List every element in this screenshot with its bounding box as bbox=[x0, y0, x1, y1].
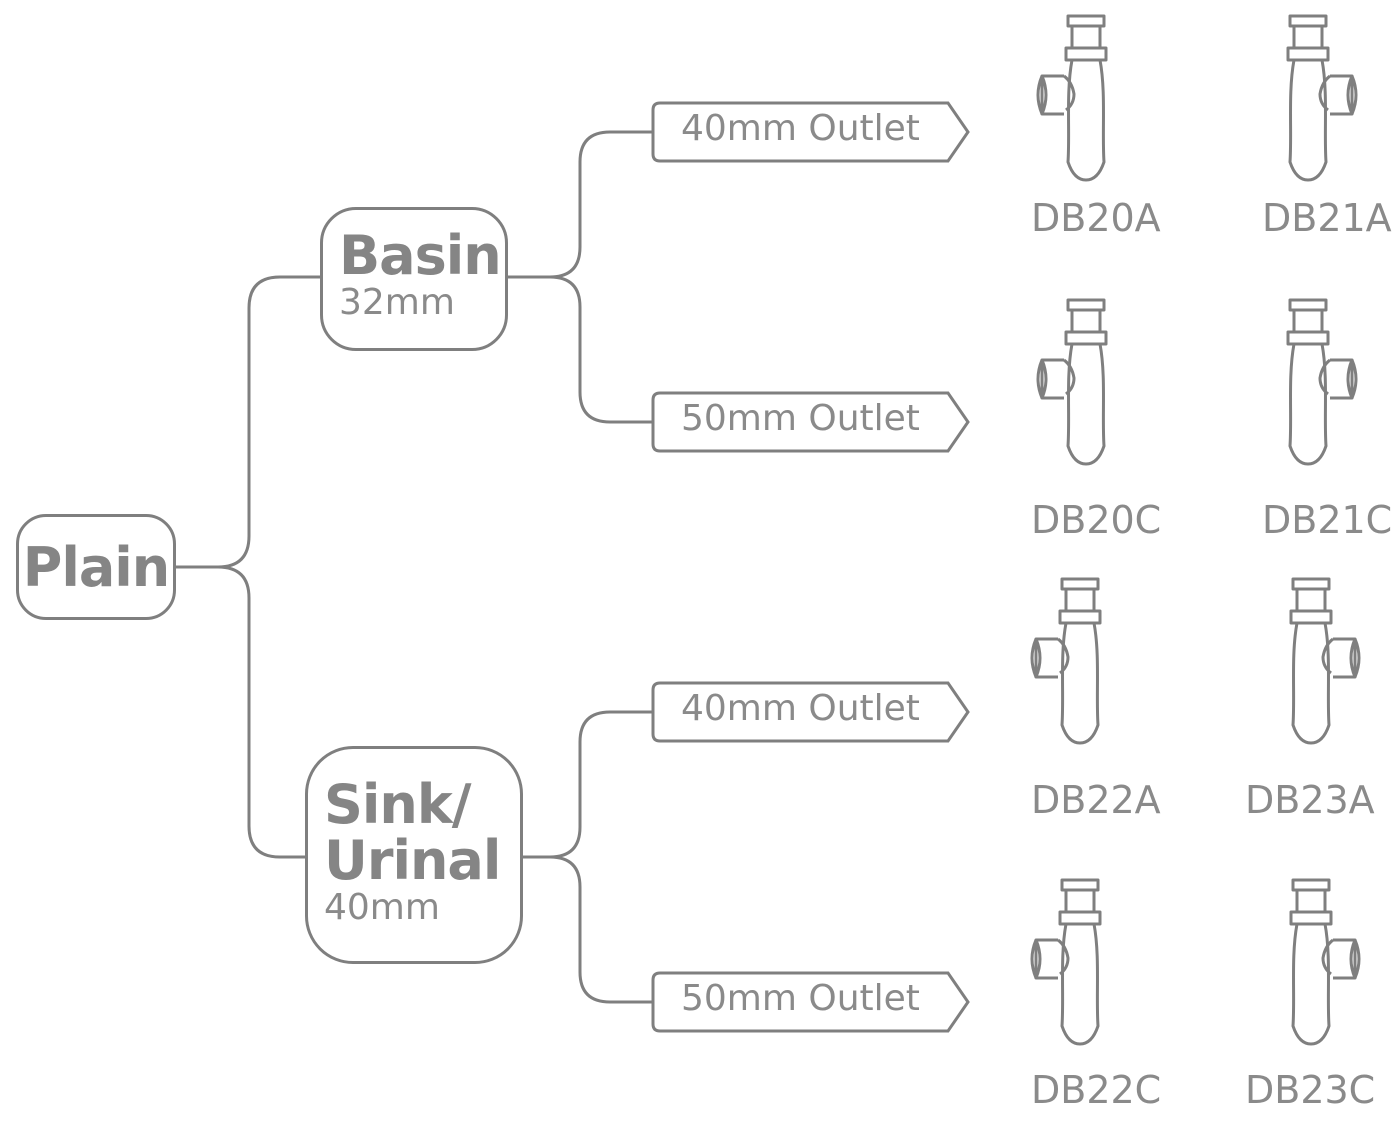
category-basin-size: 32mm bbox=[339, 282, 455, 323]
category-basin-title: Basin bbox=[339, 224, 502, 287]
bottle-trap-icon bbox=[1030, 878, 1102, 1046]
connector-basin-40 bbox=[508, 130, 653, 279]
root-label: Plain bbox=[22, 535, 170, 599]
outlet-label-1: 50mm Outlet bbox=[681, 398, 920, 439]
outlet-label-2: 40mm Outlet bbox=[681, 688, 920, 729]
product-code: DB20A bbox=[1031, 196, 1161, 240]
product-code: DB23A bbox=[1245, 778, 1375, 822]
bottle-trap-icon bbox=[1036, 298, 1108, 466]
category-sink-title-line1: Sink/ bbox=[324, 773, 471, 836]
connector-sink-50 bbox=[523, 855, 653, 1004]
outlet-tag-1 bbox=[651, 391, 970, 453]
connector-root-basin bbox=[176, 275, 322, 569]
product-code: DB22C bbox=[1031, 1068, 1162, 1112]
outlet-label-0: 40mm Outlet bbox=[681, 108, 920, 149]
connector-basin-50 bbox=[508, 275, 653, 424]
category-basin: Basin 32mm bbox=[320, 207, 508, 351]
bottle-trap-icon bbox=[1286, 298, 1358, 466]
category-sink-size: 40mm bbox=[324, 887, 440, 928]
product-code: DB21C bbox=[1262, 498, 1393, 542]
product-code: DB21A bbox=[1262, 196, 1392, 240]
bottle-trap-icon bbox=[1286, 14, 1358, 182]
bottle-trap-icon bbox=[1289, 878, 1361, 1046]
connector-root-sink bbox=[176, 565, 307, 859]
product-code: DB23C bbox=[1245, 1068, 1376, 1112]
outlet-tag-0 bbox=[651, 101, 970, 163]
bottle-trap-icon bbox=[1030, 577, 1102, 745]
outlet-tag-2 bbox=[651, 681, 970, 743]
bottle-trap-icon bbox=[1289, 577, 1361, 745]
root-node: Plain bbox=[16, 514, 176, 620]
bottle-trap-icon bbox=[1036, 14, 1108, 182]
connector-sink-40 bbox=[523, 710, 653, 859]
category-sink-urinal: Sink/ Urinal 40mm bbox=[305, 746, 523, 964]
outlet-tag-3 bbox=[651, 971, 970, 1033]
product-code: DB20C bbox=[1031, 498, 1162, 542]
category-sink-title-line2: Urinal bbox=[324, 829, 501, 892]
outlet-label-3: 50mm Outlet bbox=[681, 978, 920, 1019]
product-code: DB22A bbox=[1031, 778, 1161, 822]
